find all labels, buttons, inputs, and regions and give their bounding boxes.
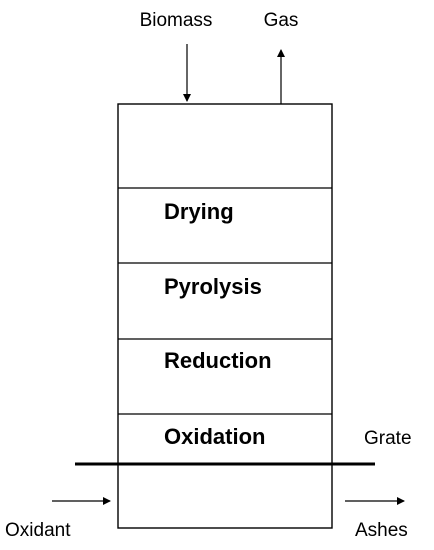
reactor-vessel <box>117 103 333 529</box>
oxidant-label: Oxidant <box>5 520 71 541</box>
ashes-label: Ashes <box>355 520 408 541</box>
biomass-label: Biomass <box>140 10 213 31</box>
zone-reduction-label: Reduction <box>164 348 272 373</box>
zone-pyrolysis-label: Pyrolysis <box>164 274 262 299</box>
zone-drying-label: Drying <box>164 199 234 224</box>
grate-label: Grate <box>364 428 412 449</box>
gas-label: Gas <box>264 10 299 31</box>
zone-oxidation-label: Oxidation <box>164 424 265 449</box>
